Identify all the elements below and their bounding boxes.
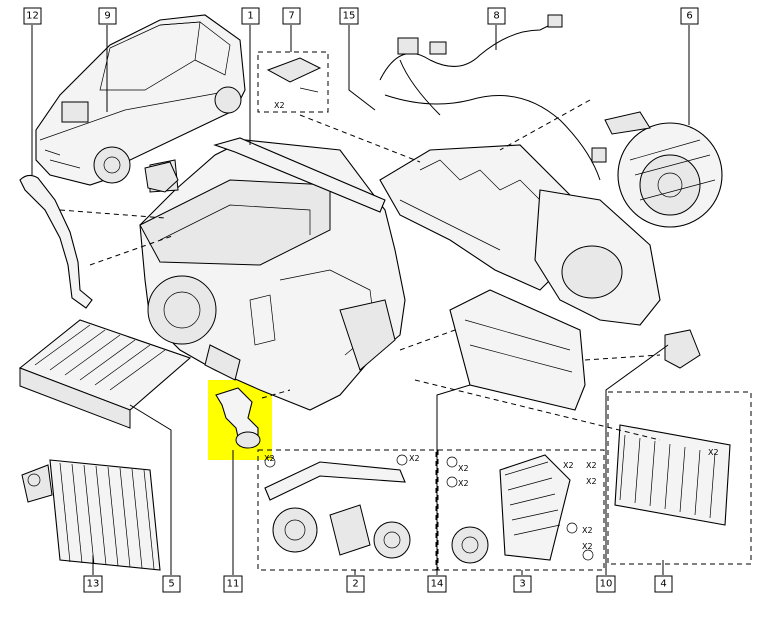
quantity-mark: X2 (264, 454, 275, 463)
callout-9: 9 (98, 7, 117, 25)
drain-hose-part (19, 174, 93, 309)
callout-label: 5 (168, 579, 174, 590)
callout-13: 13 (83, 575, 103, 593)
callout-15: 15 (339, 7, 359, 25)
quantity-mark: X2 (274, 101, 285, 110)
leader-lines (31, 25, 690, 575)
callout-label: 11 (227, 579, 240, 590)
callout-11: 11 (223, 575, 243, 593)
callout-8: 8 (487, 7, 506, 25)
pollen-filter-part (18, 319, 192, 429)
air-box-part-14 (449, 289, 586, 411)
quantity-mark: X2 (563, 461, 574, 470)
callout-label: 12 (26, 11, 39, 22)
callout-label: 9 (104, 11, 110, 22)
callout-label: 13 (87, 579, 100, 590)
vehicle-illustration (35, 14, 246, 186)
callout-label: 6 (686, 11, 692, 22)
assembly-arrows (59, 99, 661, 441)
callout-1: 1 (241, 7, 260, 25)
callout-label: 2 (352, 579, 358, 590)
quantity-marks: X2 X2 X2 X2 X2 X2 X2 X2 X2 X2 X2 (264, 101, 719, 551)
quantity-mark: X2 (458, 464, 469, 473)
callout-14: 14 (427, 575, 447, 593)
callout-label: 4 (660, 579, 666, 590)
blower-motor-part (604, 111, 723, 228)
quantity-mark: X2 (582, 526, 593, 535)
callout-label: 1 (247, 11, 253, 22)
quantity-mark: X2 (586, 461, 597, 470)
kit-box-4 (607, 391, 752, 565)
callout-label: 3 (519, 579, 525, 590)
kit-box-7 (257, 51, 329, 113)
callout-label: 7 (288, 11, 294, 22)
kit-box-3 (437, 449, 605, 571)
callout-5: 5 (162, 575, 181, 593)
bracket-part (664, 329, 701, 369)
callout-label: 8 (493, 11, 499, 22)
kit-3-contents (446, 454, 594, 564)
callout-label: 10 (600, 579, 613, 590)
quantity-mark: X2 (582, 542, 593, 551)
quantity-mark: X2 (458, 479, 469, 488)
evaporator-part (21, 459, 161, 571)
callout-6: 6 (680, 7, 699, 25)
quantity-mark: X2 (586, 477, 597, 486)
callout-4: 4 (654, 575, 673, 593)
wiring-harness-part (379, 14, 607, 181)
callout-label: 14 (431, 579, 444, 590)
callout-label: 15 (343, 11, 356, 22)
quantity-mark: X2 (708, 448, 719, 457)
callout-7: 7 (282, 7, 301, 25)
callout-3: 3 (513, 575, 532, 593)
callout-2: 2 (346, 575, 365, 593)
callout-10: 10 (596, 575, 616, 593)
kit-2-contents (264, 454, 411, 559)
kit-box-2 (257, 449, 437, 571)
quantity-mark: X2 (409, 454, 420, 463)
heater-matrix-part (614, 424, 731, 526)
callout-12: 12 (23, 7, 42, 25)
heater-housing-assembly (139, 137, 406, 411)
sensor-part (144, 161, 179, 193)
